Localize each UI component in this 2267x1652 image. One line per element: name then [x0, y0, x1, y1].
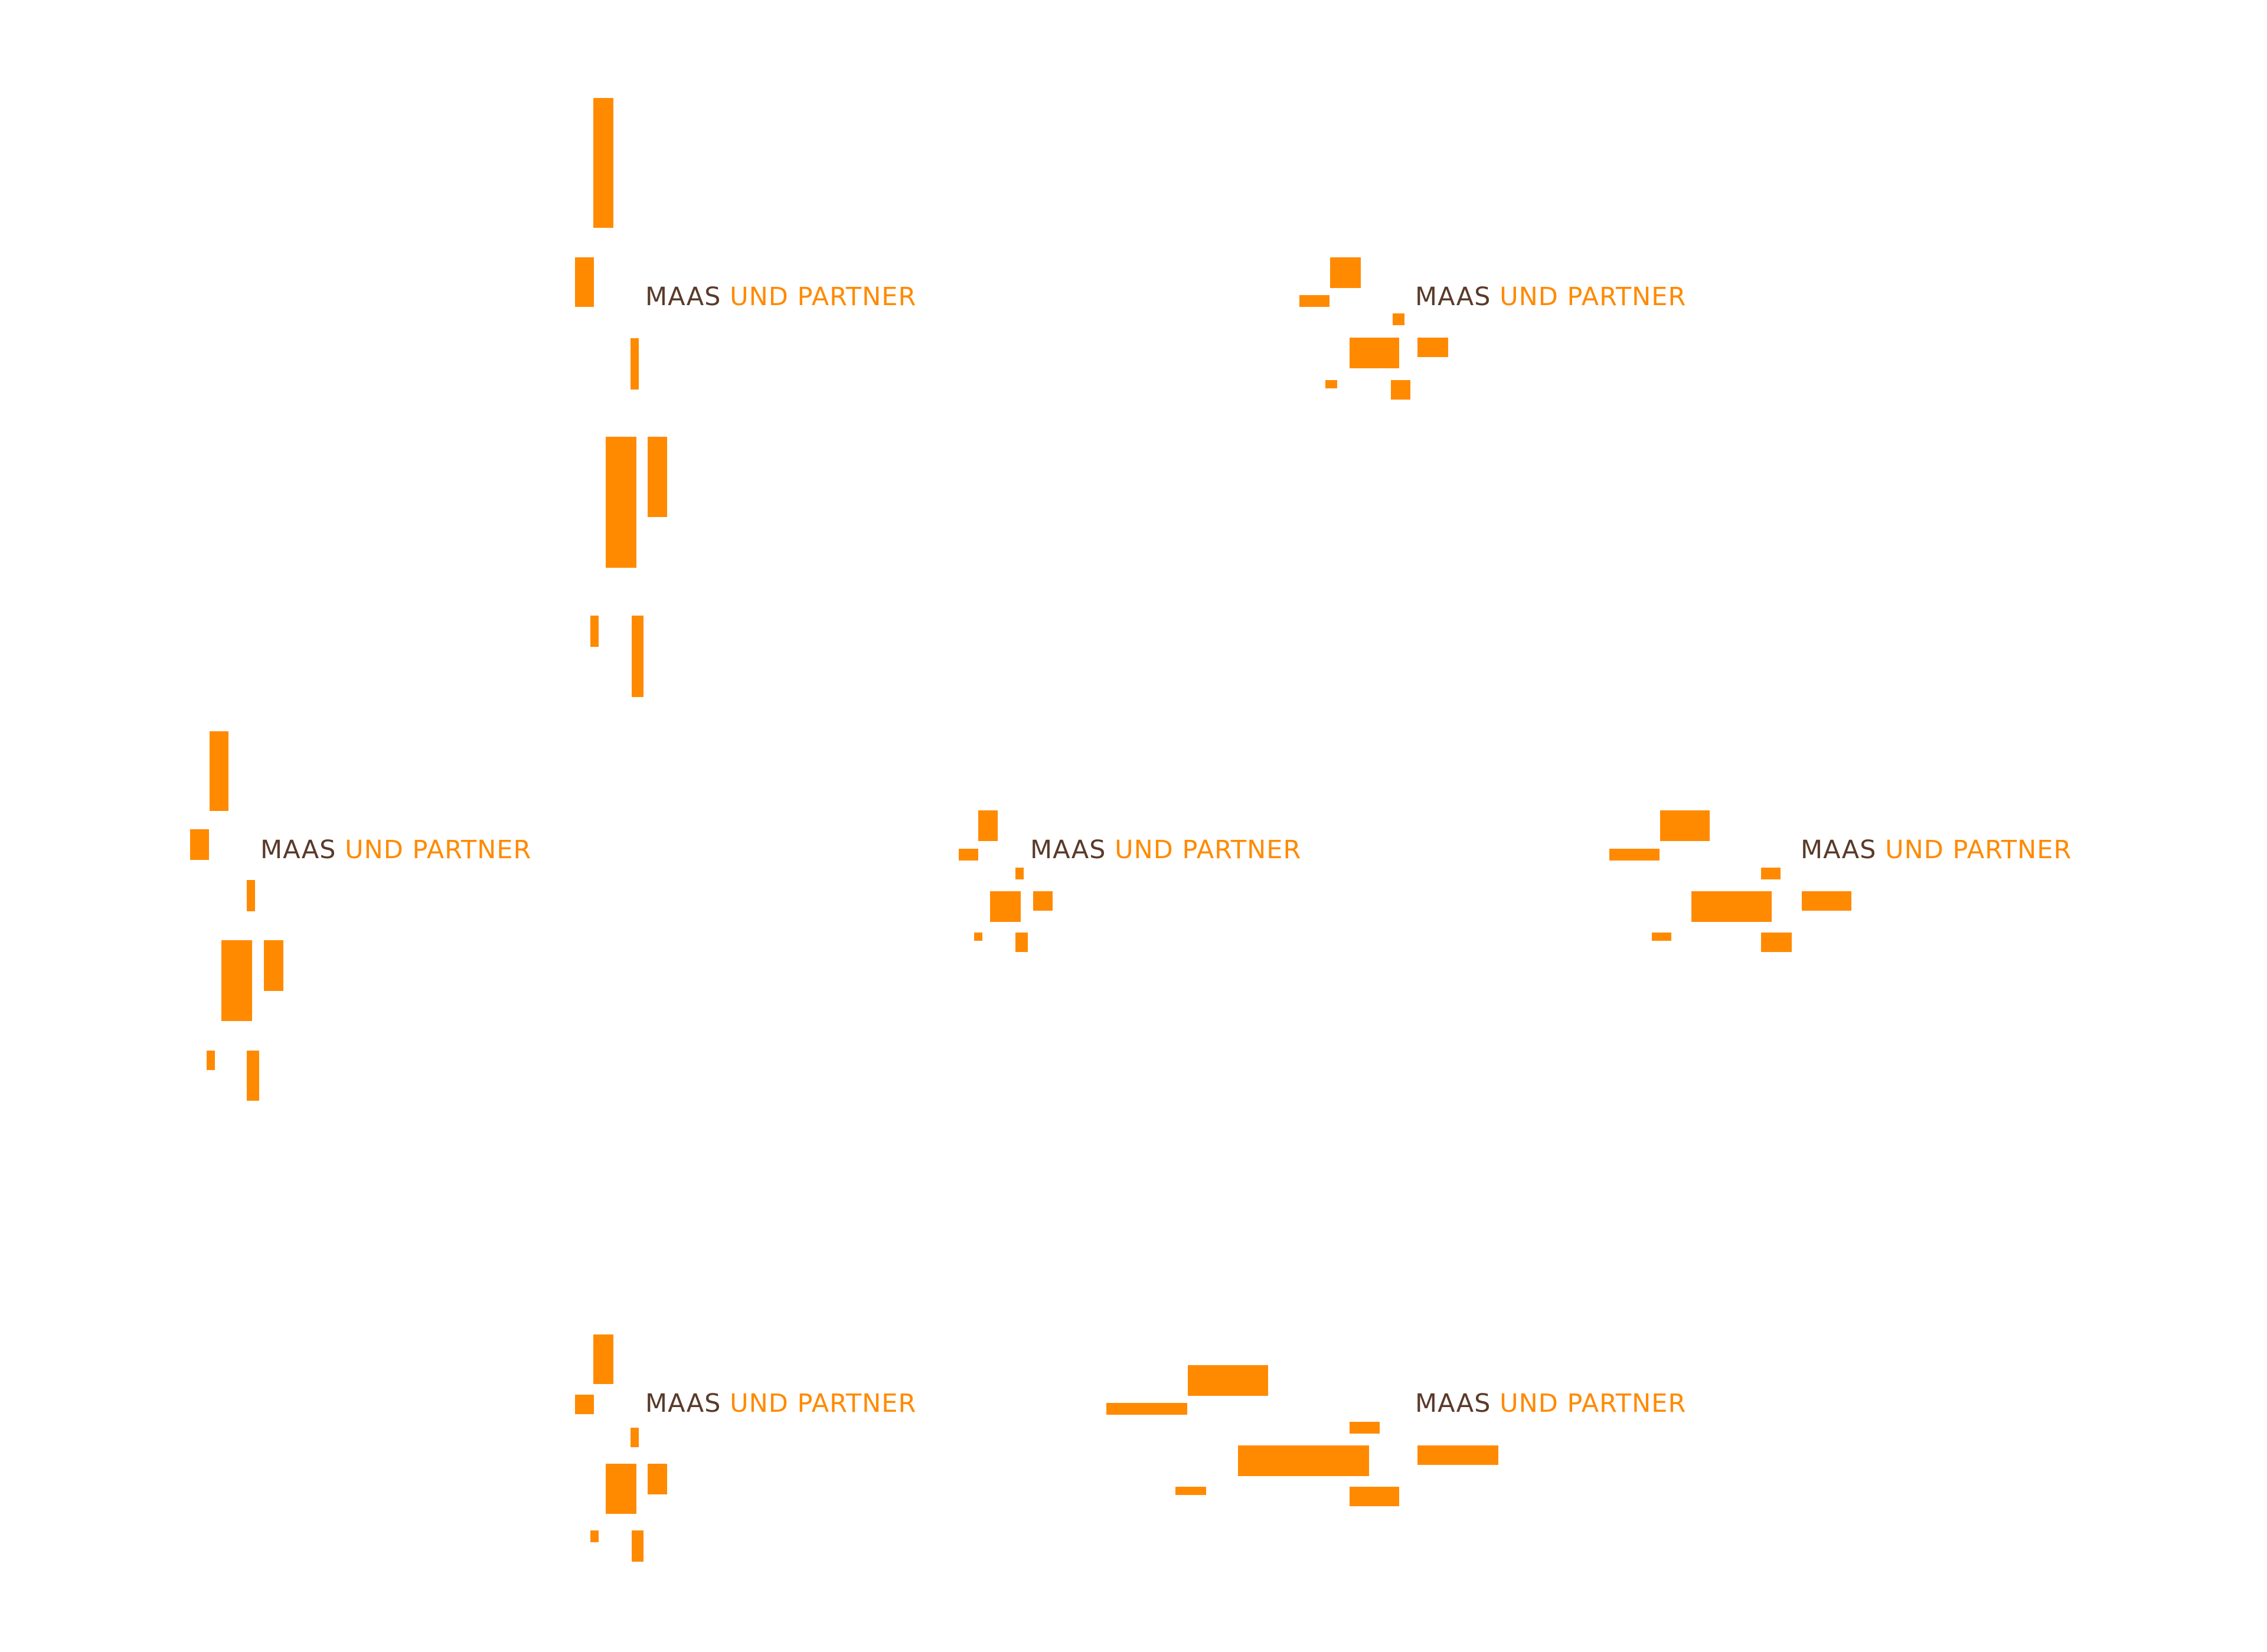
- logo-bar: [207, 1051, 215, 1070]
- logo-bar: [631, 338, 639, 390]
- logo-bar: [606, 1464, 636, 1514]
- logo-bar: [1652, 933, 1671, 941]
- logo-bar: [221, 940, 252, 1021]
- wordmark: MAAS UND PARTNER: [1801, 838, 2072, 863]
- wordmark-und-partner: UND PARTNER: [345, 835, 532, 865]
- wordmark-und-partner: UND PARTNER: [1500, 282, 1687, 312]
- logo-bar: [1609, 849, 1660, 861]
- logo-bar: [575, 257, 594, 307]
- wordmark-und-partner: UND PARTNER: [1885, 835, 2072, 865]
- wordmark: MAAS UND PARTNER: [1415, 1391, 1686, 1417]
- logo-bar: [1015, 933, 1028, 952]
- logo-bar: [1015, 868, 1024, 879]
- logo-bar: [593, 1334, 613, 1384]
- logo-bar: [264, 940, 283, 991]
- logo-bar: [959, 849, 978, 861]
- logo-bar: [1761, 933, 1792, 952]
- logo-bar: [1802, 891, 1851, 911]
- wordmark-maas: MAAS: [1801, 835, 1877, 865]
- wordmark-maas: MAAS: [645, 1389, 721, 1418]
- logo-bar: [648, 437, 667, 517]
- logo-bar: [1691, 891, 1772, 922]
- wordmark: MAAS UND PARTNER: [1415, 284, 1686, 310]
- wordmark: MAAS UND PARTNER: [260, 838, 531, 863]
- wordmark-und-partner: UND PARTNER: [1500, 1389, 1687, 1418]
- logo-bar: [1330, 257, 1361, 288]
- wordmark-maas: MAAS: [1030, 835, 1106, 865]
- wordmark-und-partner: UND PARTNER: [730, 282, 917, 312]
- logo-bar: [1350, 1487, 1399, 1506]
- logo-bar: [1393, 313, 1404, 325]
- logo-bar: [632, 1530, 643, 1562]
- logo-bar: [1417, 1445, 1498, 1465]
- wordmark-maas: MAAS: [645, 282, 721, 312]
- logo-bar: [247, 880, 255, 911]
- logo-bar: [247, 1051, 259, 1101]
- logo-bar: [190, 829, 209, 860]
- logo-bar: [978, 810, 998, 841]
- wordmark-maas: MAAS: [1415, 1389, 1491, 1418]
- logo-bar: [1238, 1445, 1369, 1476]
- logo-bar: [1391, 380, 1410, 400]
- logo-bar: [1660, 810, 1710, 841]
- wordmark: MAAS UND PARTNER: [645, 1391, 916, 1417]
- wordmark: MAAS UND PARTNER: [645, 284, 916, 310]
- logo-bar: [1761, 868, 1781, 879]
- logo-bar: [1188, 1365, 1268, 1396]
- logo-bar: [631, 1428, 639, 1447]
- logo-bar: [590, 1530, 599, 1542]
- logo-bar: [590, 616, 599, 647]
- logo-bar: [575, 1395, 594, 1414]
- logo-bar: [974, 933, 982, 941]
- logo-bar: [1350, 338, 1399, 368]
- logo-bar: [593, 98, 613, 228]
- logo-bar: [1033, 891, 1053, 911]
- logo-bar: [1417, 338, 1448, 357]
- wordmark-maas: MAAS: [260, 835, 337, 865]
- wordmark-maas: MAAS: [1415, 282, 1491, 312]
- wordmark: MAAS UND PARTNER: [1030, 838, 1301, 863]
- logo-bar: [210, 731, 228, 811]
- logo-bar: [1350, 1422, 1380, 1434]
- logo-bar: [990, 891, 1021, 922]
- logo-bar: [632, 616, 643, 697]
- wordmark-und-partner: UND PARTNER: [730, 1389, 917, 1418]
- logo-bar: [1175, 1487, 1206, 1495]
- logo-bar: [606, 437, 636, 568]
- logo-bar: [648, 1464, 667, 1494]
- logo-bar: [1106, 1403, 1187, 1415]
- logo-bar: [1325, 380, 1337, 388]
- logo-bar: [1299, 295, 1330, 307]
- wordmark-und-partner: UND PARTNER: [1115, 835, 1302, 865]
